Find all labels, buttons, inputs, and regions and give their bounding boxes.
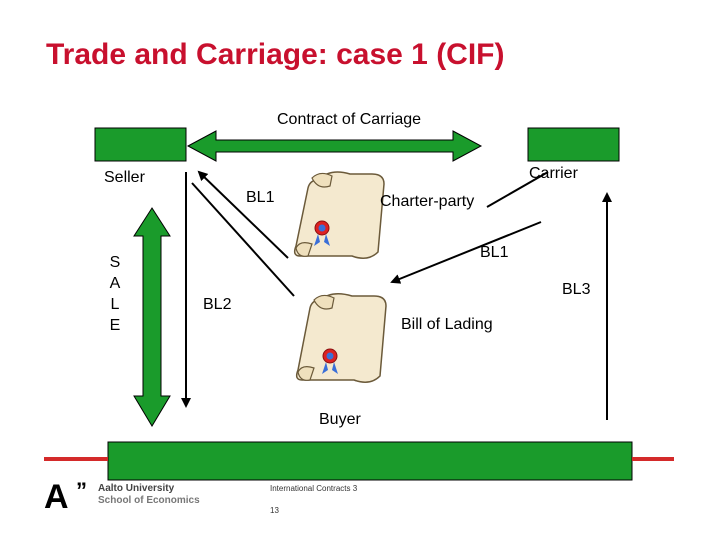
course-title: International Contracts 3 bbox=[270, 484, 358, 493]
charter-party-label: Charter-party bbox=[380, 193, 475, 210]
buyer-label: Buyer bbox=[319, 411, 361, 428]
contract-of-carriage-label: Contract of Carriage bbox=[277, 111, 422, 128]
sale-letter: A bbox=[109, 275, 121, 292]
slide-title: Trade and Carriage: case 1 (CIF) bbox=[46, 38, 505, 71]
charter-party-line bbox=[486, 171, 549, 208]
aalto-logo-letter: A bbox=[44, 478, 69, 516]
aalto-logo-quote-icon: ” bbox=[76, 478, 87, 503]
carrier-box bbox=[527, 127, 620, 162]
university-name: Aalto University bbox=[98, 483, 175, 494]
footer-red-line-right bbox=[632, 457, 674, 461]
sale-letter: L bbox=[110, 296, 120, 313]
sale-letter: S bbox=[109, 254, 121, 271]
contract-of-carriage-arrow bbox=[186, 130, 483, 162]
ribbon-seal-icon bbox=[322, 348, 338, 374]
buyer-box bbox=[107, 441, 633, 481]
seller-box bbox=[94, 127, 187, 162]
school-name: School of Economics bbox=[98, 495, 200, 506]
scroll-document-icon bbox=[293, 171, 385, 259]
bl1-top-label: BL1 bbox=[246, 189, 275, 206]
seller-label: Seller bbox=[104, 169, 145, 186]
sale-letter: E bbox=[109, 317, 121, 334]
footer-red-line-left bbox=[44, 457, 108, 461]
bl1-arrow-to-seller bbox=[197, 170, 289, 259]
page-number: 13 bbox=[270, 506, 279, 515]
bl1-right-label: BL1 bbox=[480, 244, 509, 261]
carrier-label: Carrier bbox=[529, 165, 578, 182]
bl2-label: BL2 bbox=[203, 296, 232, 313]
bl1-arrow-to-bill bbox=[390, 221, 542, 284]
sale-label: S A L E bbox=[108, 252, 122, 336]
scroll-document-icon bbox=[295, 293, 387, 383]
bl2-arrow bbox=[191, 182, 295, 297]
sale-arrow bbox=[133, 207, 171, 427]
ribbon-seal-icon bbox=[314, 220, 330, 246]
bill-of-lading-label: Bill of Lading bbox=[401, 316, 493, 333]
charter-to-carrier-line bbox=[380, 176, 540, 180]
bl3-label: BL3 bbox=[562, 281, 591, 298]
